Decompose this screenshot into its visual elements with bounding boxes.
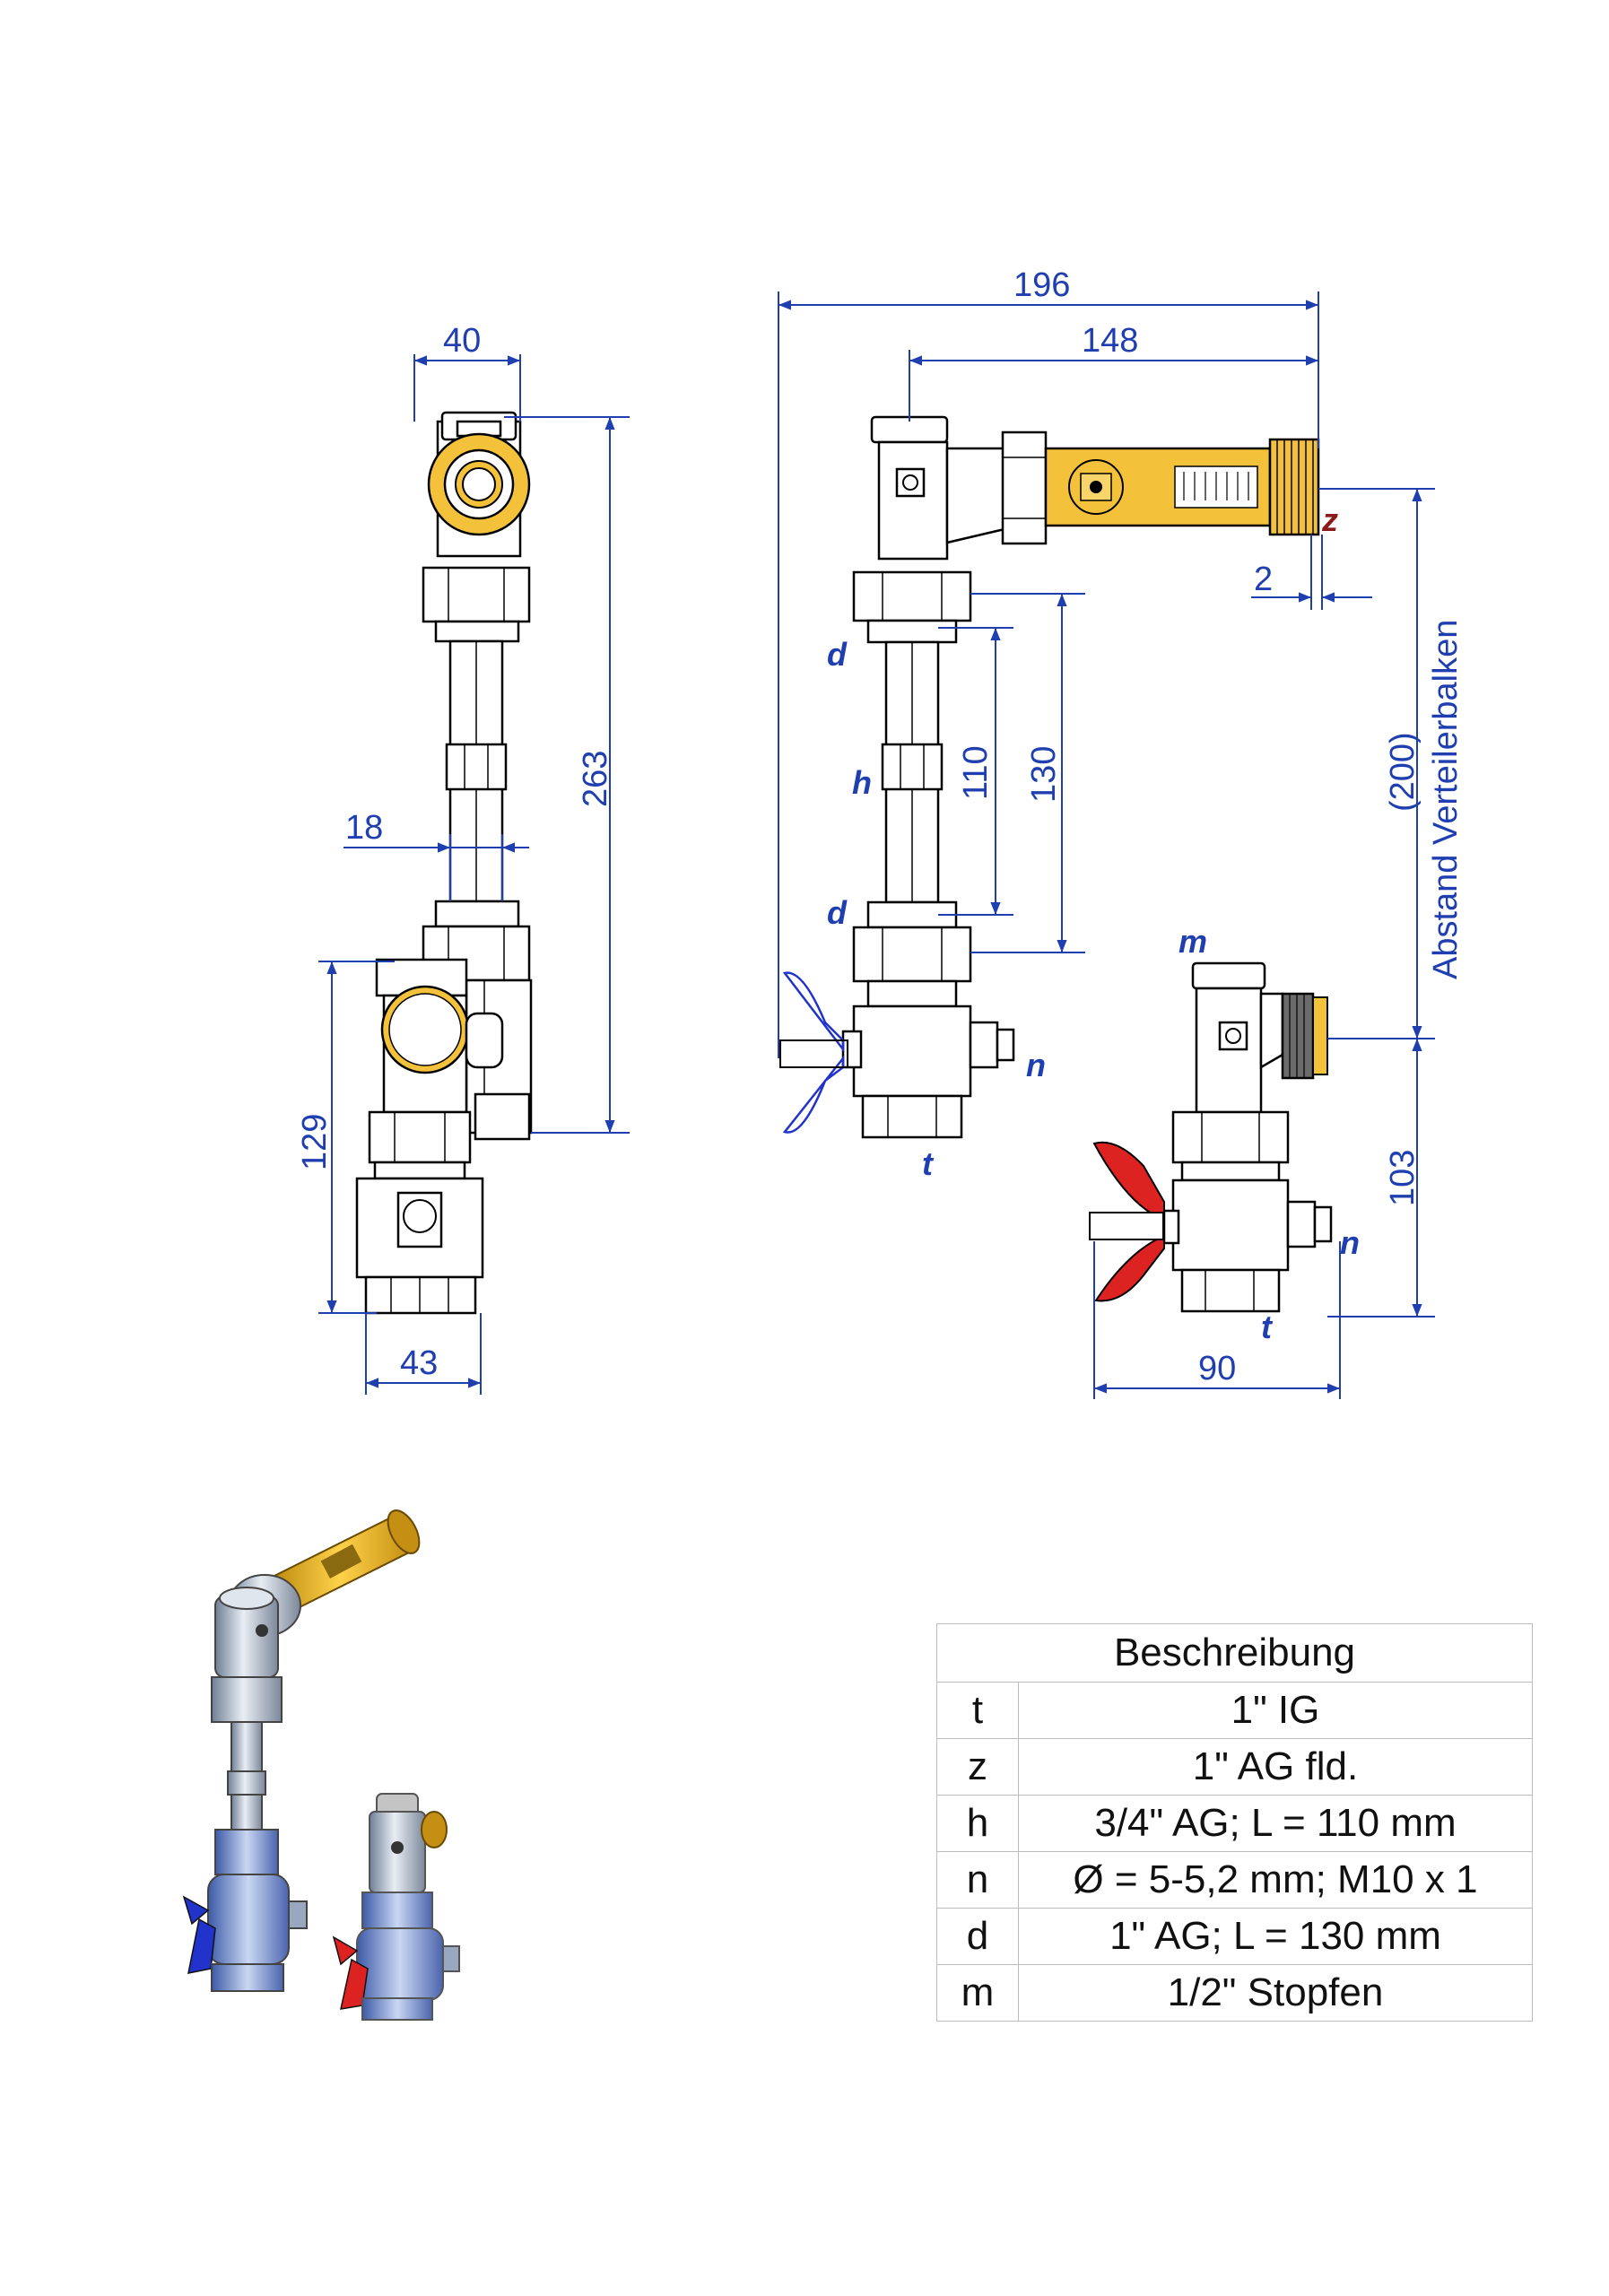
row-key: t xyxy=(936,1682,1019,1739)
render-3d-flowmeter-assembly xyxy=(182,1509,421,1992)
row-value: 1/2" Stopfen xyxy=(1018,1964,1533,2022)
table-row: m 1/2" Stopfen xyxy=(936,1964,1533,2022)
row-key: m xyxy=(936,1964,1019,2022)
dim-2: 2 xyxy=(1254,561,1273,598)
row-value: 1" AG; L = 130 mm xyxy=(1018,1908,1533,1965)
table-row: d 1" AG; L = 130 mm xyxy=(936,1908,1533,1965)
row-key: n xyxy=(936,1851,1019,1909)
tag-n-2: n xyxy=(1340,1224,1360,1261)
row-value: 1" AG fld. xyxy=(1018,1738,1533,1796)
dim-18: 18 xyxy=(345,809,383,847)
dim-200: (200) xyxy=(1384,732,1422,812)
dim-196: 196 xyxy=(1013,266,1070,304)
tag-t-2: t xyxy=(1261,1309,1274,1345)
tag-t: t xyxy=(922,1145,935,1182)
side-view-return-valve: m n t (200) Abstand Verteilerbalken 103 … xyxy=(1089,488,1465,1399)
table-row: t 1" IG xyxy=(936,1682,1533,1739)
table-header: Beschreibung xyxy=(936,1623,1533,1683)
dim-103: 103 xyxy=(1384,1150,1422,1206)
side-view-flowmeter: d h d n t z 196 148 2 110 130 xyxy=(778,266,1372,1182)
dim-129: 129 xyxy=(296,1114,334,1170)
description-table: Beschreibung t 1" IG z 1" AG fld. h 3/4"… xyxy=(936,1623,1533,2022)
row-value: 1" IG xyxy=(1018,1682,1533,1739)
front-view: 40 263 18 129 43 xyxy=(296,322,630,1395)
tag-n: n xyxy=(1026,1047,1046,1083)
dim-130: 130 xyxy=(1025,746,1063,803)
dim-148: 148 xyxy=(1082,322,1138,360)
dim-40: 40 xyxy=(443,322,481,360)
row-value: Ø = 5-5,2 mm; M10 x 1 xyxy=(1018,1851,1533,1909)
tag-d-lower: d xyxy=(827,894,848,931)
dim-43: 43 xyxy=(400,1344,438,1382)
row-key: z xyxy=(936,1738,1019,1796)
tag-d-upper: d xyxy=(827,636,848,673)
tag-z: z xyxy=(1321,501,1338,538)
row-key: h xyxy=(936,1795,1019,1852)
table-row: n Ø = 5-5,2 mm; M10 x 1 xyxy=(936,1851,1533,1909)
dim-90: 90 xyxy=(1198,1350,1236,1387)
abstand-verteilerbalken-label: Abstand Verteilerbalken xyxy=(1427,620,1465,979)
row-value: 3/4" AG; L = 110 mm xyxy=(1018,1795,1533,1852)
tag-h: h xyxy=(852,764,872,801)
tag-m: m xyxy=(1178,923,1207,960)
table-row: z 1" AG fld. xyxy=(936,1738,1533,1796)
dim-110: 110 xyxy=(957,745,995,800)
table-row: h 3/4" AG; L = 110 mm xyxy=(936,1795,1533,1852)
row-key: d xyxy=(936,1908,1019,1965)
table-header-row: Beschreibung xyxy=(936,1623,1533,1683)
render-3d-return-valve xyxy=(332,1793,460,2021)
dim-263: 263 xyxy=(577,751,614,807)
